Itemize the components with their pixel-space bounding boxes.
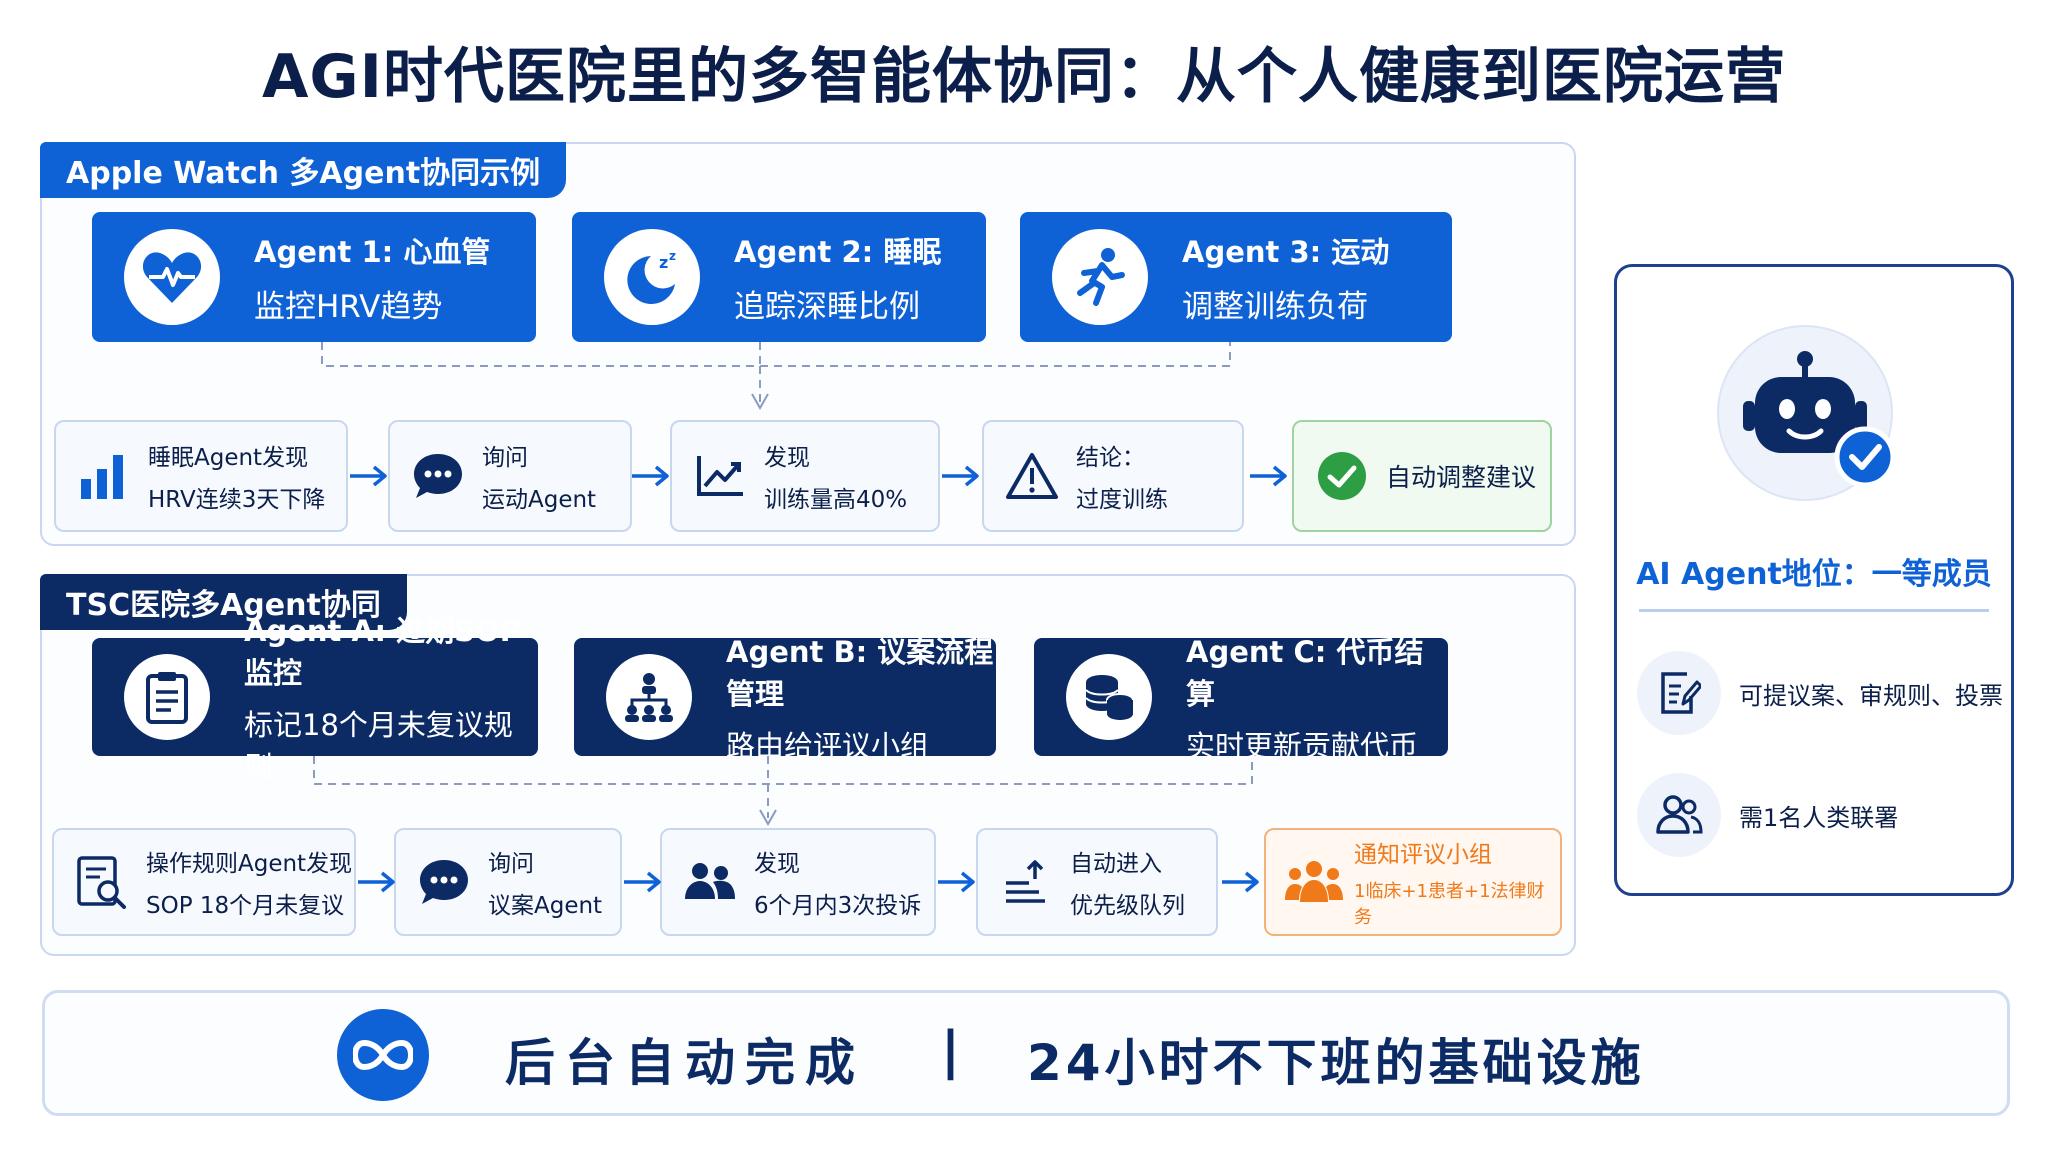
org-chart-icon bbox=[606, 654, 692, 740]
footer-banner: 后台自动完成 | 24小时不下班的基础设施 bbox=[42, 990, 2010, 1116]
agent-title: Agent 2: 睡眠 bbox=[734, 234, 942, 269]
flow-arrow bbox=[624, 871, 661, 893]
agent-title: Agent A: 过期SOP监控 bbox=[244, 614, 521, 690]
step-auto-adjust: 自动调整建议 bbox=[1292, 420, 1552, 532]
step-line1: 自动进入 bbox=[1070, 851, 1162, 877]
step-line1: 发现 bbox=[754, 851, 800, 877]
step-line2: 运动Agent bbox=[482, 487, 597, 513]
sidebar-item-label: 需1名人类联署 bbox=[1739, 803, 1899, 832]
running-person-icon bbox=[1052, 229, 1148, 325]
step-line2: HRV连续3天下降 bbox=[148, 487, 326, 513]
page-title: AGI时代医院里的多智能体协同：从个人健康到医院运营 bbox=[261, 42, 1786, 112]
agent-cardio: Agent 1: 心血管 监控HRV趋势 bbox=[92, 212, 536, 342]
agent-desc: 追踪深睡比例 bbox=[734, 288, 920, 325]
flow-arrow bbox=[1222, 871, 1259, 893]
users-icon bbox=[1637, 773, 1721, 857]
document-search-icon bbox=[72, 852, 132, 912]
footer-right-text: 24小时不下班的基础设施 bbox=[1027, 1034, 1645, 1092]
bar-chart-icon bbox=[74, 446, 134, 506]
step-line2: 训练量高40% bbox=[764, 487, 908, 513]
step-conclusion: 结论： 过度训练 bbox=[982, 420, 1244, 532]
divider bbox=[1639, 609, 1989, 612]
clipboard-icon bbox=[124, 654, 210, 740]
agent-exercise: Agent 3: 运动 调整训练负荷 bbox=[1020, 212, 1452, 342]
chat-bubble-icon bbox=[414, 852, 474, 912]
step-line2: 议案Agent bbox=[488, 893, 603, 919]
warning-icon bbox=[1002, 446, 1062, 506]
infinity-icon bbox=[337, 1009, 429, 1101]
step-rule-finding: 操作规则Agent发现 SOP 18个月未复议 bbox=[52, 828, 356, 936]
merge-connector bbox=[313, 756, 1253, 827]
step-line1: 通知评议小组 bbox=[1354, 842, 1492, 868]
step-ask-exercise: 询问运动Agent bbox=[388, 420, 632, 532]
step-line1: 操作规则Agent发现 bbox=[146, 851, 353, 877]
agent-desc: 监控HRV趋势 bbox=[254, 288, 443, 325]
sidebar-item-rights: 可提议案、审规则、投票 bbox=[1637, 651, 2009, 735]
step-notify-panel: 通知评议小组 1临床+1患者+1法律财务 bbox=[1264, 828, 1562, 936]
agent-title: Agent 1: 心血管 bbox=[254, 234, 491, 269]
step-find-training: 发现训练量高40% bbox=[670, 420, 940, 532]
agent-status-card: AI Agent地位：一等成员 可提议案、审规则、投票 需1名人类联署 bbox=[1614, 264, 2014, 896]
svg-text:z: z bbox=[669, 249, 676, 263]
step-line1: 结论： bbox=[1076, 445, 1145, 471]
agent-title: Agent B: 议案流程管理 bbox=[726, 635, 994, 711]
step-line2: 过度训练 bbox=[1076, 487, 1168, 513]
agent-token-settlement: Agent C: 代币结算 实时更新贡献代币 bbox=[1034, 635, 1448, 763]
step-line2: 1临床+1患者+1法律财务 bbox=[1354, 881, 1545, 928]
tsc-hospital-tab: TSC医院多Agent协同 bbox=[40, 574, 407, 630]
step-find-complaints: 发现 6个月内3次投诉 bbox=[660, 828, 936, 936]
check-circle-icon bbox=[1312, 446, 1372, 506]
chat-bubble-icon bbox=[408, 446, 468, 506]
priority-queue-icon bbox=[996, 852, 1056, 912]
agent-desc: 路由给评议小组 bbox=[726, 729, 930, 763]
agent-desc: 标记18个月未复议规则 bbox=[244, 708, 513, 784]
agent-proposal-flow: Agent B: 议案流程管理 路由给评议小组 bbox=[574, 635, 996, 763]
flow-arrow bbox=[938, 871, 975, 893]
step-line1: 发现 bbox=[764, 445, 810, 471]
group-icon bbox=[1284, 852, 1344, 912]
flow-arrow bbox=[942, 465, 979, 487]
flow-arrow bbox=[358, 871, 395, 893]
agent-desc: 实时更新贡献代币 bbox=[1186, 729, 1419, 763]
sidebar-item-cosign: 需1名人类联署 bbox=[1637, 773, 2009, 857]
step-line1: 睡眠Agent发现 bbox=[148, 445, 309, 471]
apple-watch-tab: Apple Watch 多Agent协同示例 bbox=[40, 142, 567, 198]
edit-document-icon bbox=[1637, 651, 1721, 735]
status-heading: AI Agent地位：一等成员 bbox=[1636, 557, 1992, 592]
coins-icon bbox=[1066, 654, 1152, 740]
trend-up-icon bbox=[690, 446, 750, 506]
footer-separator: | bbox=[941, 1021, 960, 1081]
robot-check-icon bbox=[1717, 325, 1893, 501]
step-line2: 优先级队列 bbox=[1070, 893, 1185, 919]
step-line2: 6个月内3次投诉 bbox=[754, 893, 922, 919]
people-icon bbox=[680, 852, 740, 912]
sidebar-item-label: 可提议案、审规则、投票 bbox=[1739, 681, 2003, 710]
step-line1: 询问 bbox=[488, 851, 534, 877]
step-sleep-finding: 睡眠Agent发现 HRV连续3天下降 bbox=[54, 420, 348, 532]
svg-text:z: z bbox=[659, 253, 668, 272]
flow-arrow bbox=[1250, 465, 1287, 487]
step-line2: SOP 18个月未复议 bbox=[146, 893, 345, 919]
agent-desc: 调整训练负荷 bbox=[1182, 288, 1368, 325]
flow-arrow bbox=[350, 465, 387, 487]
agent-title: Agent C: 代币结算 bbox=[1186, 635, 1424, 711]
heart-pulse-icon bbox=[124, 229, 220, 325]
step-line1: 自动调整建议 bbox=[1386, 463, 1537, 492]
agent-title: Agent 3: 运动 bbox=[1182, 234, 1390, 269]
step-priority-queue: 自动进入优先级队列 bbox=[976, 828, 1218, 936]
footer-left-text: 后台自动完成 bbox=[505, 1034, 865, 1092]
merge-connector bbox=[321, 342, 1231, 411]
step-ask-proposal: 询问议案Agent bbox=[394, 828, 622, 936]
flow-arrow bbox=[632, 465, 669, 487]
step-line1: 询问 bbox=[482, 445, 528, 471]
agent-sop-monitor: Agent A: 过期SOP监控 标记18个月未复议规则 bbox=[92, 614, 538, 784]
